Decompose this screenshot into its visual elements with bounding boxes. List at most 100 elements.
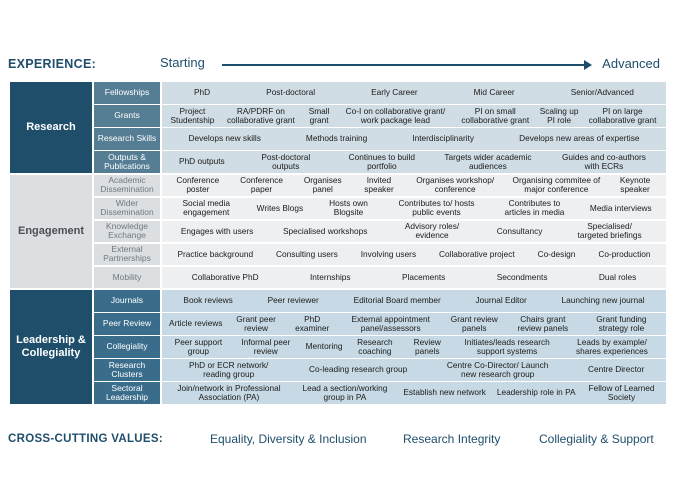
cell: Editorial Board member [353, 295, 441, 306]
row-label: Mobility [94, 266, 160, 288]
cell: Organises workshop/ conference [416, 175, 495, 195]
row-label: Grants [94, 105, 160, 127]
row-sectoral-leadership: Sectoral Leadership Join/network in Prof… [94, 382, 666, 404]
cell: Co-leading research group [309, 364, 408, 375]
section-research: Research Fellowships PhD Post-doctoral E… [10, 82, 666, 173]
cell: Conference paper [240, 175, 283, 195]
cell: Leadership role in PA [496, 387, 576, 398]
cell: Targets wider academic audiences [444, 151, 532, 171]
cell: Grant review panels [450, 313, 498, 333]
row-mobility: Mobility Collaborative PhD Internships P… [94, 266, 666, 288]
row-label: Research Clusters [94, 359, 160, 381]
cell: PhD or ECR network/ reading group [189, 359, 269, 379]
cell: Conference poster [176, 175, 220, 195]
row-grants: Grants Project Studentship RA/PDRF on co… [94, 105, 666, 127]
cell: Internships [309, 271, 351, 282]
cell: Launching new journal [561, 295, 645, 306]
cell: Post-doctoral outputs [261, 151, 311, 171]
cell: Media interviews [589, 202, 652, 213]
cell: Book reviews [183, 295, 233, 306]
row-label: Journals [94, 290, 160, 312]
cell: Contributes to/ hosts public events [398, 198, 475, 218]
row-journals: Journals Book reviews Peer reviewer Edit… [94, 290, 666, 312]
cell: Practice background [177, 248, 254, 259]
cell: Co-design [537, 248, 576, 259]
section-leadership-collegiality: Leadership & Collegiality Journals Book … [10, 290, 666, 404]
cell: Interdisciplinarity [412, 133, 475, 144]
row-label: Sectoral Leadership [94, 382, 160, 404]
cell: Collaborative PhD [191, 271, 259, 282]
cell: External appointment panel/assessors [351, 313, 430, 333]
cell: Dual roles [598, 271, 637, 282]
row-label: Outputs & Publications [94, 151, 160, 173]
cell: Journal Editor [475, 295, 527, 306]
row-external-partnerships: External Partnerships Practice backgroun… [94, 243, 666, 265]
cell: PhD outputs [179, 156, 225, 167]
cell: Writes Blogs [256, 202, 304, 213]
cell: Informal peer review [241, 336, 291, 356]
cell: Engages with users [180, 225, 254, 236]
experience-header: EXPERIENCE: Starting Advanced [8, 55, 672, 75]
cell: Grant peer review [236, 313, 276, 333]
row-research-clusters: Research Clusters PhD or ECR network/ re… [94, 359, 666, 381]
cell: Social media engagement [182, 198, 230, 218]
cell: Co-production [598, 248, 651, 259]
cell: Continues to build portfolio [348, 151, 416, 171]
progression-arrow [222, 61, 592, 69]
cell: Mentoring [305, 341, 343, 352]
experience-label: EXPERIENCE: [8, 57, 97, 71]
row-label: Academic Dissemination [94, 174, 160, 196]
cell: Mid Career [473, 87, 515, 98]
cell: Post-doctoral [266, 87, 316, 98]
cell: PI on small collaborative grant [461, 105, 530, 125]
cell: Senior/Advanced [570, 87, 634, 98]
cell: Secondments [496, 271, 548, 282]
cell: Involving users [360, 248, 417, 259]
section-label: Leadership & Collegiality [10, 290, 92, 404]
cell: Join/network in Professional Association… [177, 382, 281, 402]
cell: Grant funding strategy role [596, 313, 647, 333]
section-engagement: Engagement Academic Dissemination Confer… [10, 174, 666, 288]
cell: Keynote speaker [619, 175, 651, 195]
cell: Centre Director [588, 364, 645, 375]
cell: Centre Co-Director/ Launch new research … [446, 359, 549, 379]
cell: Peer support group [174, 336, 223, 356]
section-label: Research [10, 82, 92, 173]
cell: Specialised workshops [282, 225, 368, 236]
cell: Review panels [413, 336, 441, 356]
cell: Hosts own Blogsite [329, 198, 368, 218]
row-label: Fellowships [94, 82, 160, 104]
row-outputs-publications: Outputs & Publications PhD outputs Post-… [94, 151, 666, 173]
cell: Article reviews [169, 318, 223, 329]
cell: Scaling up PI role [539, 105, 579, 125]
value-edi: Equality, Diversity & Inclusion [210, 432, 367, 446]
cell: Invited speaker [364, 175, 394, 195]
cell: Guides and co-authors with ECRs [561, 151, 646, 171]
row-research-skills: Research Skills Develops new skills Meth… [94, 128, 666, 150]
row-collegiality: Collegiality Peer support group Informal… [94, 336, 666, 358]
cell: Consultancy [496, 225, 543, 236]
cell: Fellow of Learned Society [588, 382, 655, 402]
cell: Small grant [308, 105, 330, 125]
cell: Methods training [305, 133, 368, 144]
cell: Research coaching [357, 336, 393, 356]
cell: Specialised/ targeted briefings [577, 221, 642, 241]
row-fellowships: Fellowships PhD Post-doctoral Early Care… [94, 82, 666, 104]
career-matrix: Research Fellowships PhD Post-doctoral E… [10, 82, 666, 406]
cell: Contributes to articles in media [504, 198, 565, 218]
cell: PhD examiner [295, 313, 330, 333]
cell: Advisory roles/ evidence [404, 221, 460, 241]
cell: Organises panel [303, 175, 342, 195]
cell: Consulting users [276, 248, 338, 259]
cell: Lead a section/working group in PA [302, 382, 388, 402]
row-knowledge-exchange: Knowledge Exchange Engages with users Sp… [94, 220, 666, 242]
cell: RA/PDRF on collaborative grant [226, 105, 295, 125]
cell: PI on large collaborative grant [588, 105, 657, 125]
row-label: Wider Dissemination [94, 197, 160, 219]
row-label: External Partnerships [94, 243, 160, 265]
section-label: Engagement [10, 174, 92, 288]
cell: Chairs grant review panels [517, 313, 569, 333]
row-label: Research Skills [94, 128, 160, 150]
cross-cutting-values: CROSS-CUTTING VALUES: Equality, Diversit… [8, 432, 672, 452]
cell: Collaborative project [439, 248, 515, 259]
